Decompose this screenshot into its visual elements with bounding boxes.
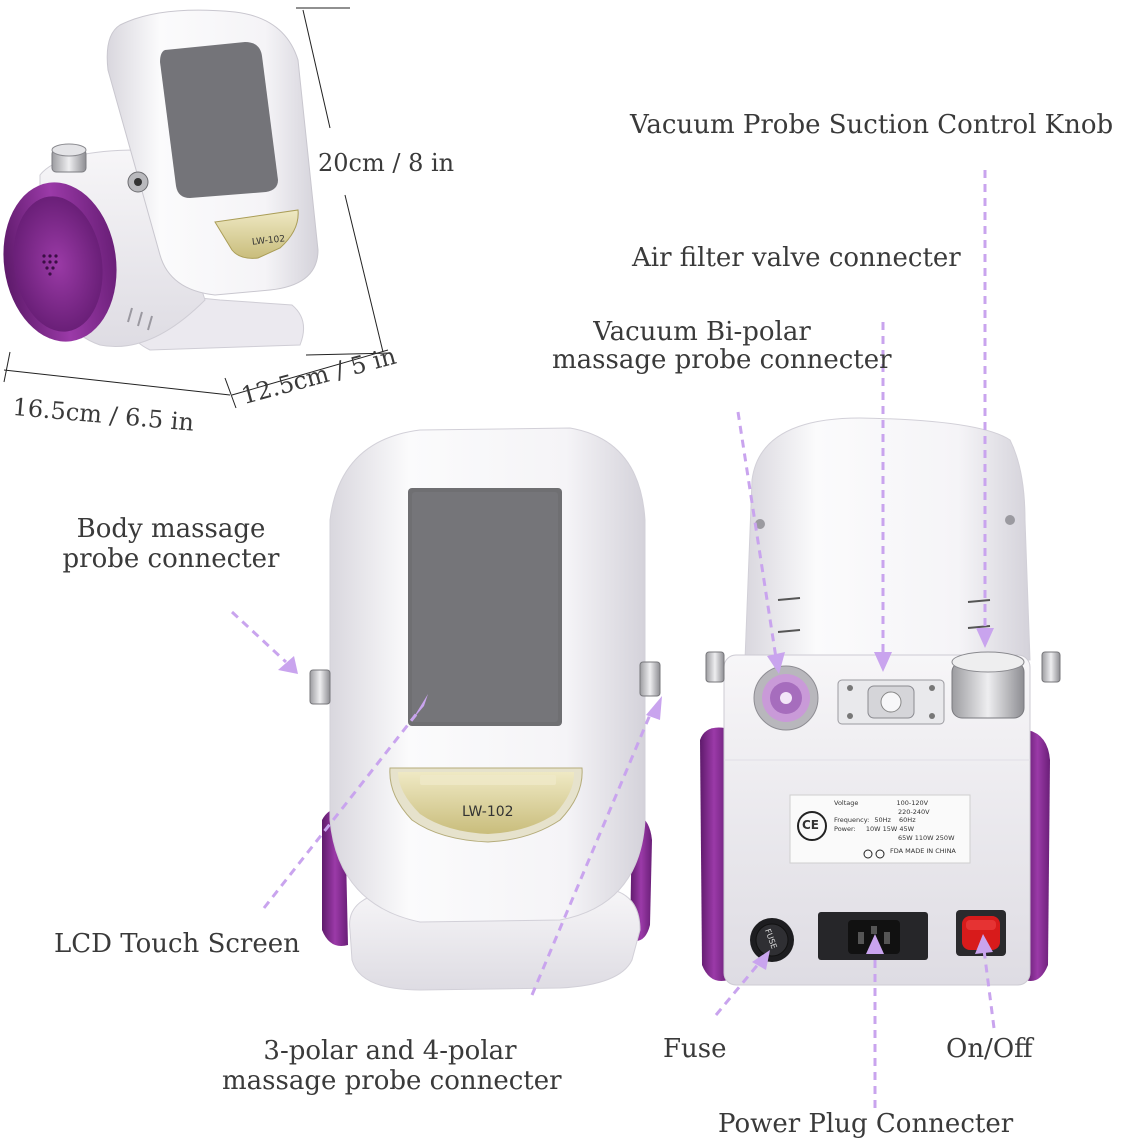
label-vacuum-knob: Vacuum Probe Suction Control Knob [630,110,1114,140]
frequency-key: Frequency: [834,816,870,824]
freq-b: 60Hz [899,816,916,824]
front-model-badge: LW-102 [462,804,514,820]
label-air-filter: Air filter valve connecter [632,243,961,273]
top-device [3,9,319,351]
label-bipolar-line1: Vacuum Bi-polar [593,317,811,347]
label-lcd: LCD Touch Screen [54,929,300,959]
label-power-plug: Power Plug Connecter [718,1109,1014,1139]
label-polar-line2: massage probe connecter [222,1066,562,1096]
rating-footer: FDA MADE IN CHINA [890,847,956,855]
ce-mark: CE [802,818,820,832]
rating-label: CE Voltage 100-120V 220-240V Frequency: … [790,795,970,863]
power-row1: 10W 15W 45W [865,825,915,833]
label-polar-line1: 3-polar and 4-polar [263,1036,517,1066]
rear-device [700,417,1061,986]
power-row2: 65W 110W 250W [898,834,955,842]
dimension-lines [3,7,391,409]
label-body-probe-line1: Body massage [76,514,266,544]
front-device [309,427,661,991]
power-key: Power: [834,825,856,833]
label-polar: 3-polar and 4-polar massage probe connec… [222,1036,562,1096]
voltage-key: Voltage [834,799,859,807]
freq-a: 50Hz [874,816,891,824]
label-body-probe: Body massage probe connecter [56,514,286,574]
label-bipolar-line2: massage probe connecter [552,345,892,375]
arrow-heads [278,628,994,970]
voltage-b: 220-240V [898,808,930,816]
label-fuse: Fuse [663,1034,727,1064]
height-dimension: 20cm / 8 in [318,149,455,177]
label-body-probe-line2: probe connecter [62,544,280,574]
label-on-off: On/Off [946,1034,1033,1064]
label-bipolar: Vacuum Bi-polar massage probe connecter [552,317,892,375]
callout-arrows [230,170,996,1108]
voltage-a: 100-120V [896,799,929,807]
